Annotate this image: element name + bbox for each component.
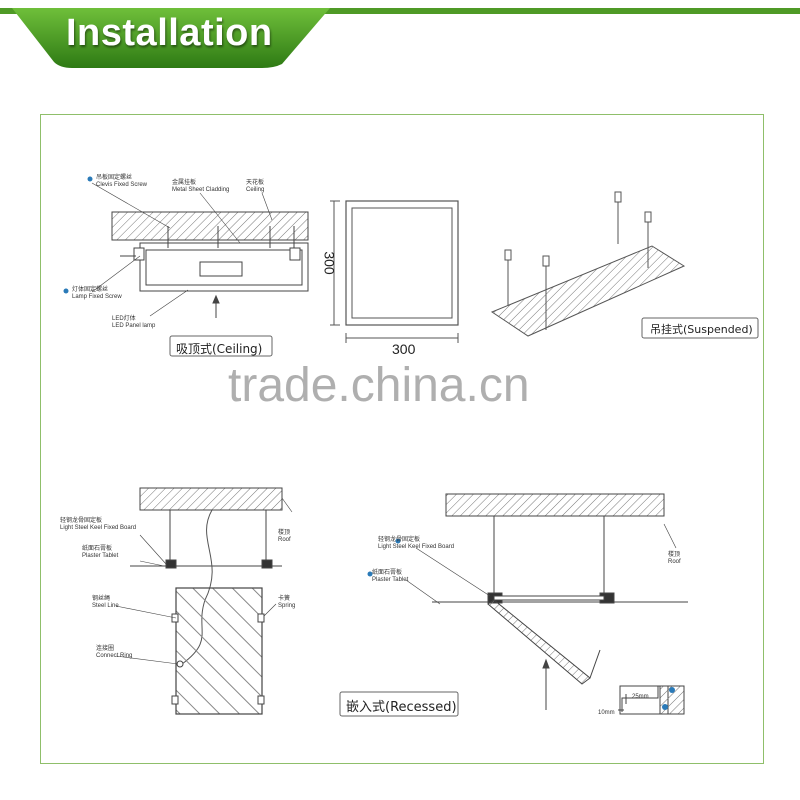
suspended-mount-diagram	[490, 191, 759, 339]
dimension-25mm: 25mm	[632, 694, 649, 700]
ceiling-caption: 吸顶式(Ceiling)	[176, 342, 263, 356]
recessed-mount-diagram	[339, 493, 688, 717]
suspended-caption: 吊挂式(Suspended)	[650, 323, 753, 336]
panel-height-label: 300	[321, 251, 338, 275]
header-rule	[0, 8, 800, 14]
panel-dimension-diagram	[330, 200, 459, 343]
page-title: Installation	[66, 12, 273, 54]
ceiling-mount-diagram	[63, 176, 309, 357]
watermark: trade.china.cn	[228, 359, 530, 412]
header-tab	[12, 6, 330, 68]
dimension-10mm: 10mm	[598, 710, 615, 716]
panel-width-label: 300	[392, 341, 416, 357]
diagram-frame	[40, 114, 764, 764]
recessed-caption: 嵌入式(Recessed)	[346, 700, 457, 715]
hanging-mount-diagram	[115, 487, 293, 715]
